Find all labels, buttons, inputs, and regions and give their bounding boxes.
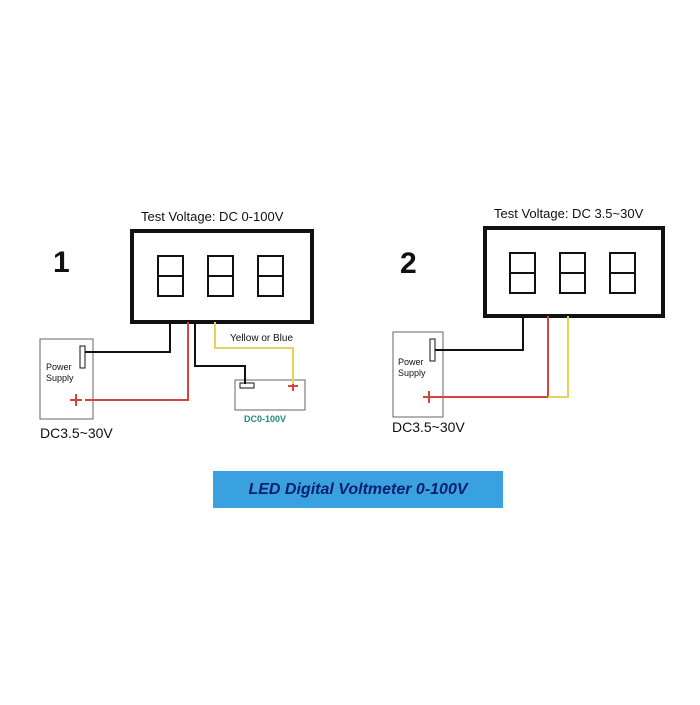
wires-2 xyxy=(435,316,569,398)
measured-negative-terminal xyxy=(239,382,255,389)
diagram-2-caption: Test Voltage: DC 3.5~30V xyxy=(494,206,644,221)
seven-segment-digits-1 xyxy=(157,255,284,297)
negative-terminal-1 xyxy=(79,345,86,369)
supply-range-1: DC3.5~30V xyxy=(40,425,113,441)
positive-terminal-1 xyxy=(70,394,82,406)
wire-color-note: Yellow or Blue xyxy=(230,333,294,344)
positive-terminal-2 xyxy=(423,391,435,403)
measured-voltage-range: DC0-100V xyxy=(244,414,287,424)
banner-title: LED Digital Voltmeter 0-100V xyxy=(248,481,468,498)
seven-segment-digits-2 xyxy=(509,252,636,294)
supply-range-2: DC3.5~30V xyxy=(392,419,465,435)
diagram-1-caption: Test Voltage: DC 0-100V xyxy=(141,209,284,224)
diagram-1-number: 1 xyxy=(53,246,70,279)
wires-1 xyxy=(85,322,294,401)
title-banner: LED Digital Voltmeter 0-100V xyxy=(213,471,503,508)
diagram-2-number: 2 xyxy=(400,247,417,280)
power-supply-label-2: Power Supply xyxy=(398,357,426,378)
power-supply-label-1: Power Supply xyxy=(46,362,74,383)
